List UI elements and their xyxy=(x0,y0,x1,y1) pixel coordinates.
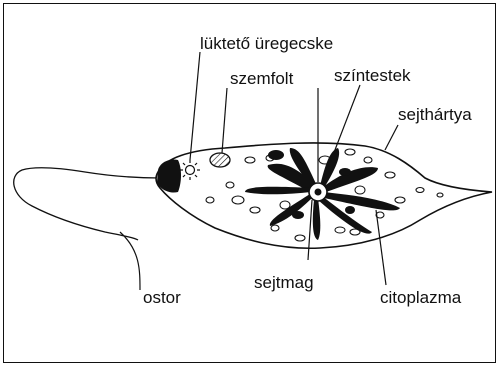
eyespot xyxy=(210,153,230,167)
label-nucleus: sejtmag xyxy=(254,273,314,292)
label-eyespot: szemfolt xyxy=(230,69,294,88)
nucleus xyxy=(309,183,327,201)
flagellum xyxy=(14,168,160,240)
label-cell-membrane: sejthártya xyxy=(398,105,472,124)
contractile-vacuole xyxy=(180,160,200,180)
label-chloroplasts: színtestek xyxy=(334,66,411,85)
label-contractile-vacuole: lüktető üregecske xyxy=(200,34,333,53)
label-cytoplasm: citoplazma xyxy=(380,288,462,307)
label-flagellum: ostor xyxy=(143,288,181,307)
